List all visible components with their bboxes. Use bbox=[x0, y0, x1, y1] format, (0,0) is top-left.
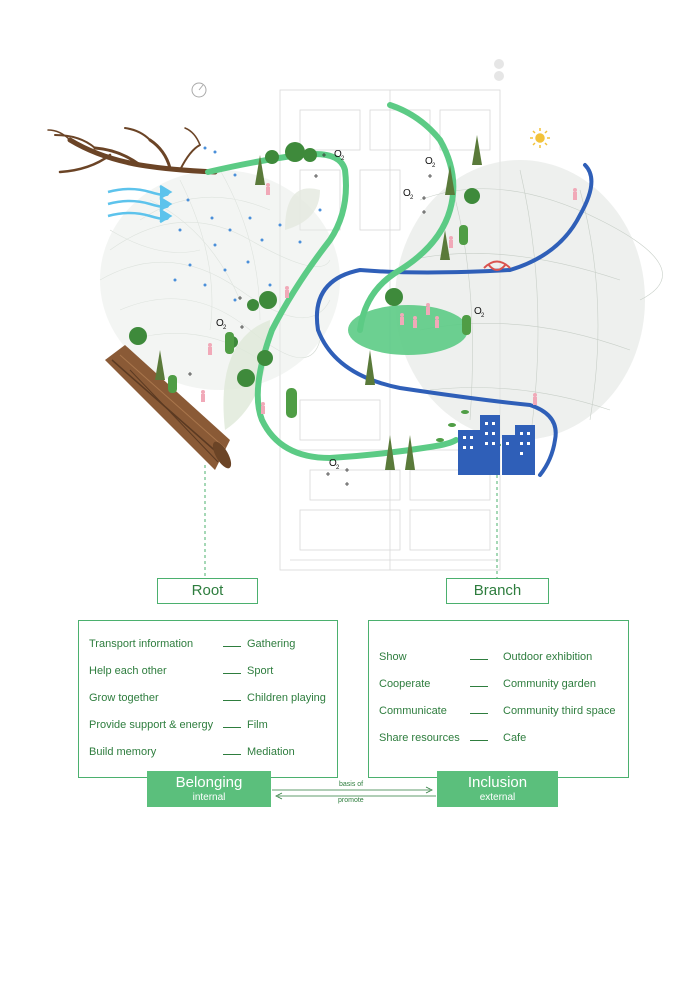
svg-text:2: 2 bbox=[432, 163, 436, 169]
root-row-left: Transport information bbox=[89, 638, 194, 650]
row-dash bbox=[470, 686, 488, 687]
branch-canopy bbox=[395, 160, 645, 440]
branch-row: Share resources Cafe bbox=[369, 732, 628, 748]
water-drops bbox=[173, 146, 322, 302]
branch-row: Show Outdoor exhibition bbox=[369, 651, 628, 667]
wind-arrows-icon bbox=[107, 184, 173, 224]
inclusion-tag: Inclusion external bbox=[437, 771, 558, 807]
svg-text:O: O bbox=[474, 306, 482, 317]
root-row-right: Sport bbox=[247, 665, 274, 677]
branch-row: Communicate Community third space bbox=[369, 705, 628, 721]
leaf-shape bbox=[285, 188, 320, 230]
inclusion-sublabel: external bbox=[479, 792, 516, 803]
belonging-sublabel: internal bbox=[192, 792, 226, 803]
relation-arrows bbox=[272, 786, 436, 800]
green-pond bbox=[348, 305, 468, 355]
root-row-left: Build memory bbox=[89, 746, 157, 758]
branch-row-right: Community garden bbox=[503, 678, 596, 690]
promote-label: promote bbox=[338, 797, 364, 804]
branch-row-left: Communicate bbox=[379, 705, 447, 717]
row-dash bbox=[470, 659, 488, 660]
trees bbox=[129, 135, 501, 470]
site-plan-background bbox=[279, 89, 501, 571]
inclusion-label: Inclusion bbox=[467, 774, 528, 791]
branch-title-box: Branch bbox=[446, 578, 549, 604]
blue-river bbox=[314, 163, 594, 477]
root-row-left: Grow together bbox=[89, 692, 159, 704]
row-dash bbox=[223, 727, 241, 728]
root-row-left: Provide support & energy bbox=[89, 719, 214, 731]
wooden-log bbox=[105, 345, 232, 470]
sun-icon bbox=[530, 128, 550, 148]
root-title-box: Root bbox=[157, 578, 258, 604]
root-row: Build memory Mediation bbox=[79, 746, 337, 762]
root-row: Help each other Sport bbox=[79, 665, 337, 681]
branch-panel: Show Outdoor exhibition Cooperate Commun… bbox=[368, 620, 629, 778]
svg-text:O: O bbox=[334, 149, 342, 160]
root-row: Transport information Gathering bbox=[79, 638, 337, 654]
basis-of-label: basis of bbox=[339, 781, 364, 788]
bridge-icon bbox=[483, 260, 511, 271]
svg-text:O: O bbox=[329, 458, 337, 469]
svg-text:2: 2 bbox=[410, 195, 414, 201]
green-path bbox=[357, 102, 457, 333]
branch-row-left: Share resources bbox=[379, 732, 460, 744]
branch-row-left: Show bbox=[379, 651, 407, 663]
svg-text:2: 2 bbox=[223, 325, 227, 331]
branch-row-left: Cooperate bbox=[379, 678, 431, 690]
svg-text:2: 2 bbox=[336, 465, 340, 471]
root-row-right: Film bbox=[247, 719, 268, 731]
row-dash bbox=[223, 673, 241, 674]
city-buildings-icon bbox=[458, 415, 535, 475]
root-row: Grow together Children playing bbox=[79, 692, 337, 708]
root-row-right: Gathering bbox=[247, 638, 296, 650]
row-dash bbox=[223, 700, 241, 701]
branch-row: Cooperate Community garden bbox=[369, 678, 628, 694]
svg-text:2: 2 bbox=[341, 156, 345, 162]
row-dash bbox=[470, 713, 488, 714]
plus-marks bbox=[188, 153, 432, 486]
dead-branch bbox=[47, 127, 218, 175]
landscape-illustration: O2 O2 O2 O2 O2 O2 bbox=[47, 59, 663, 578]
svg-text:2: 2 bbox=[481, 313, 485, 319]
belonging-label: Belonging bbox=[175, 774, 243, 791]
svg-text:O: O bbox=[216, 318, 224, 329]
row-dash bbox=[223, 646, 241, 647]
svg-text:O: O bbox=[425, 156, 433, 167]
root-row-right: Children playing bbox=[247, 692, 326, 704]
branch-row-right: Community third space bbox=[503, 705, 616, 717]
people bbox=[201, 183, 577, 414]
decorative-dots bbox=[494, 59, 504, 81]
row-dash bbox=[470, 740, 488, 741]
compass-icon bbox=[191, 82, 207, 98]
svg-text:O: O bbox=[403, 188, 411, 199]
root-row-right: Mediation bbox=[247, 746, 295, 758]
branch-row-right: Cafe bbox=[503, 732, 527, 744]
branch-row-right: Outdoor exhibition bbox=[503, 651, 593, 663]
belonging-tag: Belonging internal bbox=[147, 771, 271, 807]
root-row: Provide support & energy Film bbox=[79, 719, 337, 735]
root-row-left: Help each other bbox=[89, 665, 167, 677]
root-panel: Transport information Gathering Help eac… bbox=[78, 620, 338, 778]
row-dash bbox=[223, 754, 241, 755]
